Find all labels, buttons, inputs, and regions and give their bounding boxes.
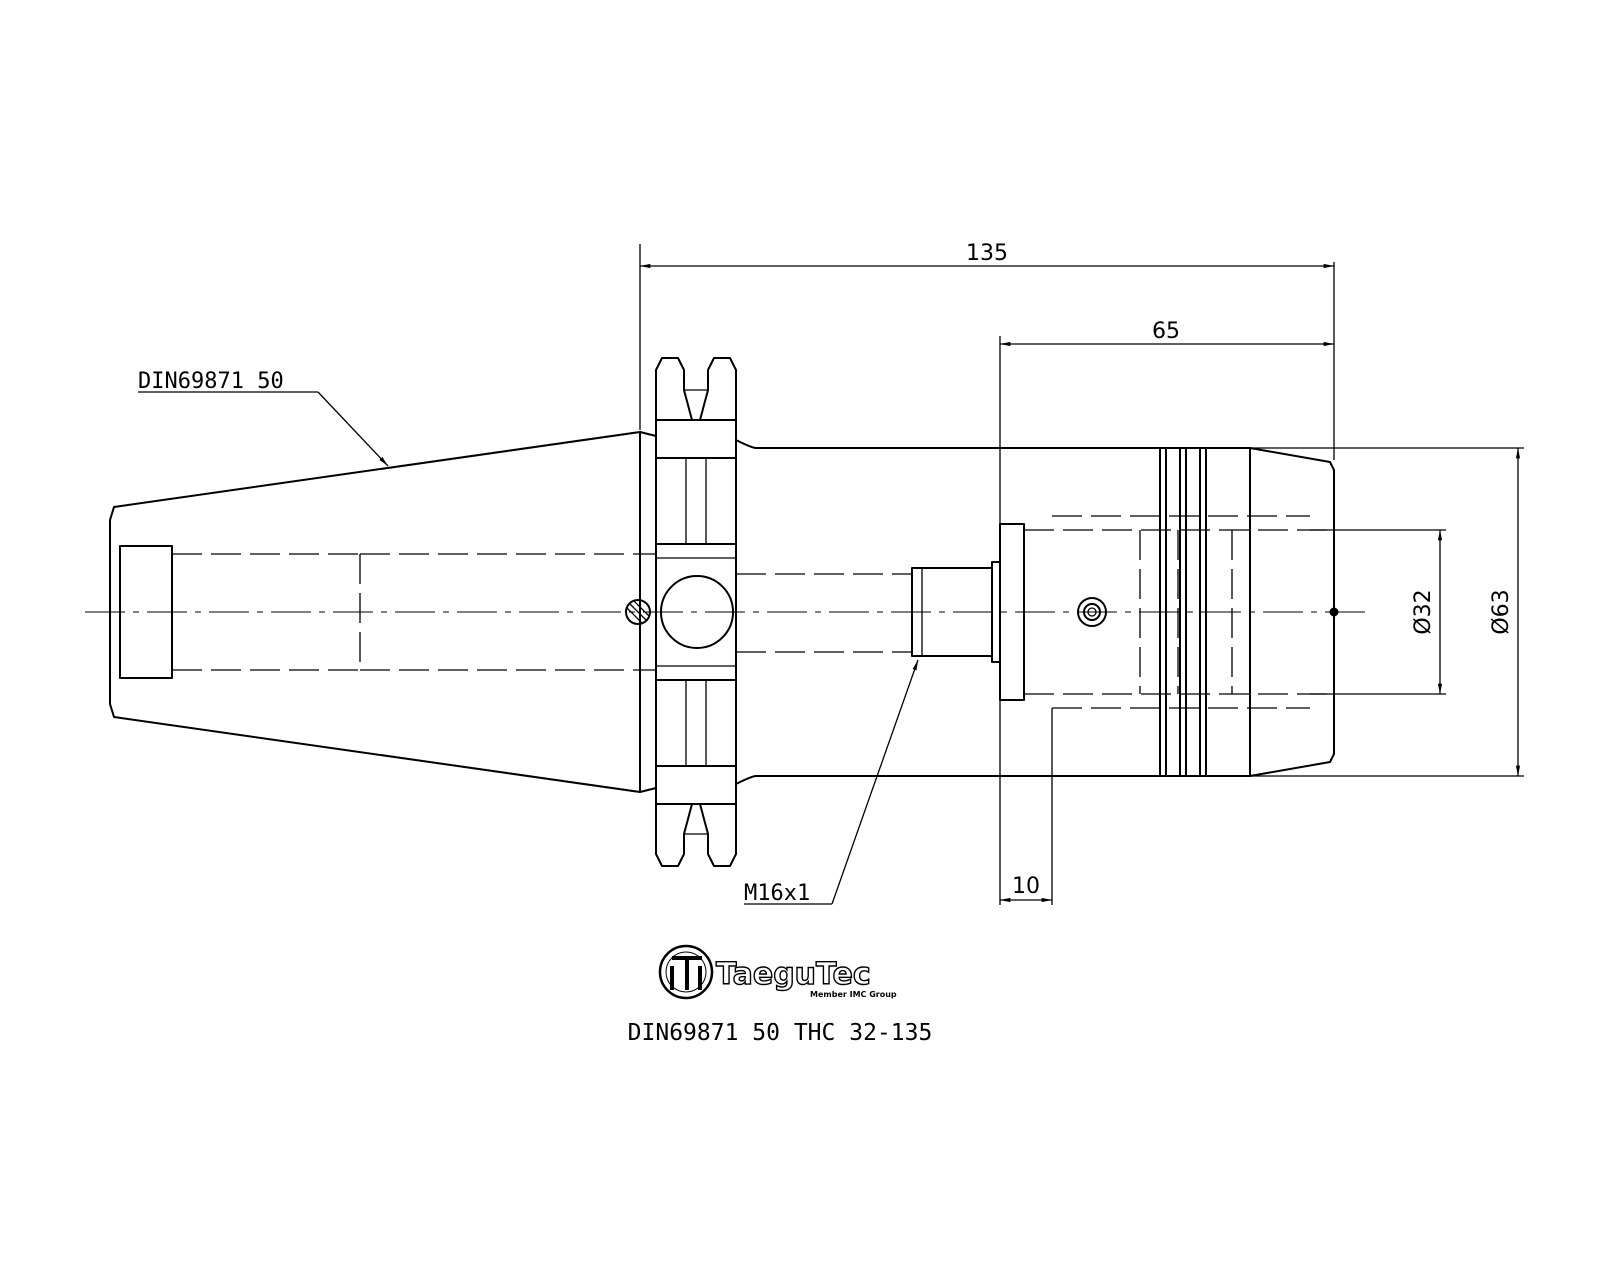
logo-tagline: Member IMC Group — [810, 990, 897, 999]
dim-overall-length: 135 — [966, 241, 1008, 266]
logo-name: TaeguTec — [716, 957, 871, 992]
callout-thread: M16x1 — [744, 659, 919, 906]
taegutec-logo: TaeguTec Member IMC Group — [658, 944, 897, 1000]
callout-taper: DIN69871 50 — [138, 369, 389, 467]
dimension-10: 10 — [1000, 708, 1053, 905]
dimension-d32: Ø32 — [1310, 529, 1446, 695]
dimension-d63: Ø63 — [1250, 447, 1524, 777]
thread-label: M16x1 — [744, 881, 810, 906]
dim-outer-diameter: Ø63 — [1489, 589, 1514, 634]
dim-bore-diameter: Ø32 — [1411, 589, 1436, 634]
dim-shank-length: 65 — [1152, 319, 1180, 344]
dim-step-length: 10 — [1012, 874, 1040, 899]
taper-standard-label: DIN69871 50 — [138, 369, 284, 394]
dimension-65: 65 — [999, 319, 1334, 905]
dimension-135: 135 — [639, 241, 1335, 460]
drawing-title: DIN69871 50 THC 32-135 — [628, 1020, 933, 1046]
flange — [639, 357, 737, 867]
body — [735, 439, 1339, 785]
